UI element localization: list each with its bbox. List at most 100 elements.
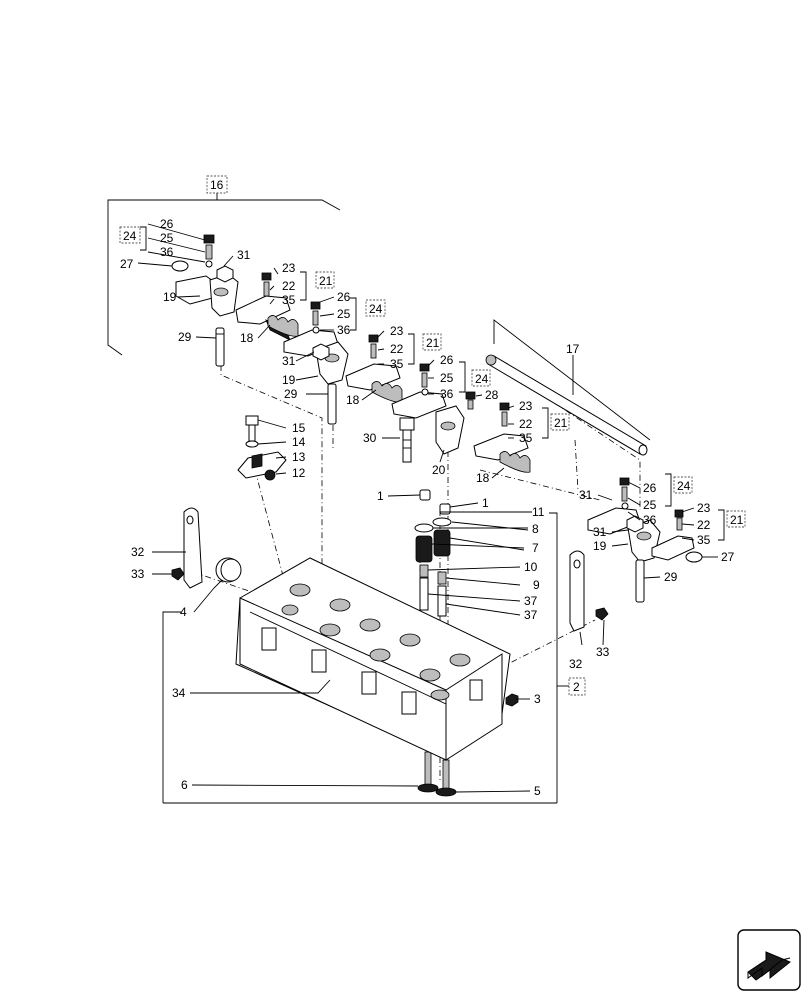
callout-17: 17 [566, 342, 580, 356]
callout-21a: 21 [319, 274, 333, 288]
callout-24b: 24 [369, 302, 383, 316]
callout-23d: 23 [697, 501, 711, 515]
callout-26d: 26 [643, 481, 657, 495]
callout-22b: 22 [390, 342, 404, 356]
callout-25a: 25 [160, 231, 174, 245]
lifting-eye-32-left [171, 507, 203, 589]
callout-33a: 33 [131, 567, 145, 581]
callout-18b: 18 [346, 393, 360, 407]
screw-28 [465, 391, 476, 410]
rocker-arm-19-b [312, 341, 349, 385]
callout-31a: 31 [237, 248, 251, 262]
spring-18-a [265, 315, 299, 341]
keeper-1-b [439, 503, 451, 515]
retainer-8 [414, 517, 452, 533]
seal-27-left [171, 260, 189, 272]
callout-3: 3 [534, 692, 541, 706]
leader-lines [137, 223, 725, 793]
callout-35b: 35 [390, 357, 404, 371]
callout-23a: 23 [282, 261, 296, 275]
valve-springs-7 [415, 529, 451, 563]
rocker-arm-21-d [651, 509, 695, 561]
callout-23b: 23 [390, 324, 404, 338]
callout-26c: 26 [440, 353, 454, 367]
callout-21b: 21 [426, 336, 440, 350]
bolt-30 [399, 417, 415, 463]
callout-22d: 22 [697, 518, 711, 532]
callout-24d: 24 [677, 479, 691, 493]
spring-18-b [371, 381, 403, 403]
callout-7: 7 [532, 541, 539, 555]
support-20 [435, 405, 465, 455]
callout-27b: 27 [721, 550, 735, 564]
callout-33b: 33 [596, 645, 610, 659]
callout-11: 11 [532, 505, 545, 519]
adjuster-24-left [203, 234, 215, 268]
callout-34: 34 [172, 686, 186, 700]
shaft-29-mid [327, 383, 337, 425]
callout-29c: 29 [664, 570, 678, 584]
callout-1a: 1 [377, 489, 384, 503]
rocker-arm-21-a [235, 272, 291, 325]
callout-labels: 16 24 26 25 36 27 19 31 29 18 23 22 35 2… [120, 178, 744, 798]
callout-15: 15 [292, 421, 306, 435]
callout-22a: 22 [282, 279, 296, 293]
shaft-29-right [635, 559, 645, 603]
callout-8: 8 [532, 522, 539, 536]
valves-5-6 [417, 751, 457, 797]
callout-29b: 29 [284, 387, 298, 401]
rocker-arm-24-c [391, 363, 447, 419]
callout-24c: 24 [475, 372, 489, 386]
callout-29a: 29 [178, 330, 192, 344]
callout-25d: 25 [643, 498, 657, 512]
callout-32b: 32 [569, 657, 583, 671]
callout-37a: 37 [524, 594, 538, 608]
callout-35a: 35 [282, 293, 296, 307]
callout-4: 4 [180, 605, 187, 619]
callout-21c: 21 [554, 416, 568, 430]
nut-12 [264, 469, 276, 481]
bolt-15 [245, 415, 259, 442]
callout-36d: 36 [643, 513, 657, 527]
callout-19c: 19 [593, 539, 607, 553]
callout-2: 2 [573, 680, 580, 694]
callout-31c-b: 31 [593, 525, 607, 539]
callout-26a: 26 [160, 217, 174, 231]
callout-31c: 31 [579, 488, 593, 502]
callout-25b: 25 [337, 307, 351, 321]
rocker-arm-21-c [473, 402, 529, 461]
callout-26b: 26 [337, 290, 351, 304]
plug-3 [505, 693, 519, 707]
callout-31b: 31 [282, 354, 296, 368]
callout-14: 14 [292, 435, 306, 449]
callout-27a: 27 [120, 257, 134, 271]
callout-36c: 36 [440, 387, 454, 401]
rocker-shaft-17 [485, 319, 651, 456]
callout-9: 9 [533, 578, 540, 592]
callout-18c: 18 [476, 471, 490, 485]
spring-18-c [499, 451, 531, 473]
callout-35d: 35 [697, 533, 711, 547]
callout-6: 6 [181, 778, 188, 792]
group-2-bracket [162, 512, 586, 804]
group-16-bracket [107, 175, 341, 356]
shaft-29-left [215, 327, 225, 367]
rocker-arm-21-b [345, 334, 401, 391]
callout-23c: 23 [519, 399, 533, 413]
plug-4 [215, 557, 242, 583]
callout-18a: 18 [240, 331, 254, 345]
callout-19b: 19 [282, 373, 296, 387]
keeper-1-a [419, 489, 431, 501]
callout-30: 30 [363, 431, 377, 445]
callout-36b: 36 [337, 323, 351, 337]
callout-16: 16 [210, 178, 224, 192]
next-page-arrow-icon[interactable] [737, 929, 801, 991]
callout-20: 20 [432, 463, 446, 477]
seal-27-right [685, 551, 703, 563]
callout-32a: 32 [131, 545, 145, 559]
callout-22c: 22 [519, 417, 533, 431]
boxed-callouts [119, 226, 746, 528]
washer-14 [245, 440, 259, 448]
callout-12: 12 [292, 466, 306, 480]
